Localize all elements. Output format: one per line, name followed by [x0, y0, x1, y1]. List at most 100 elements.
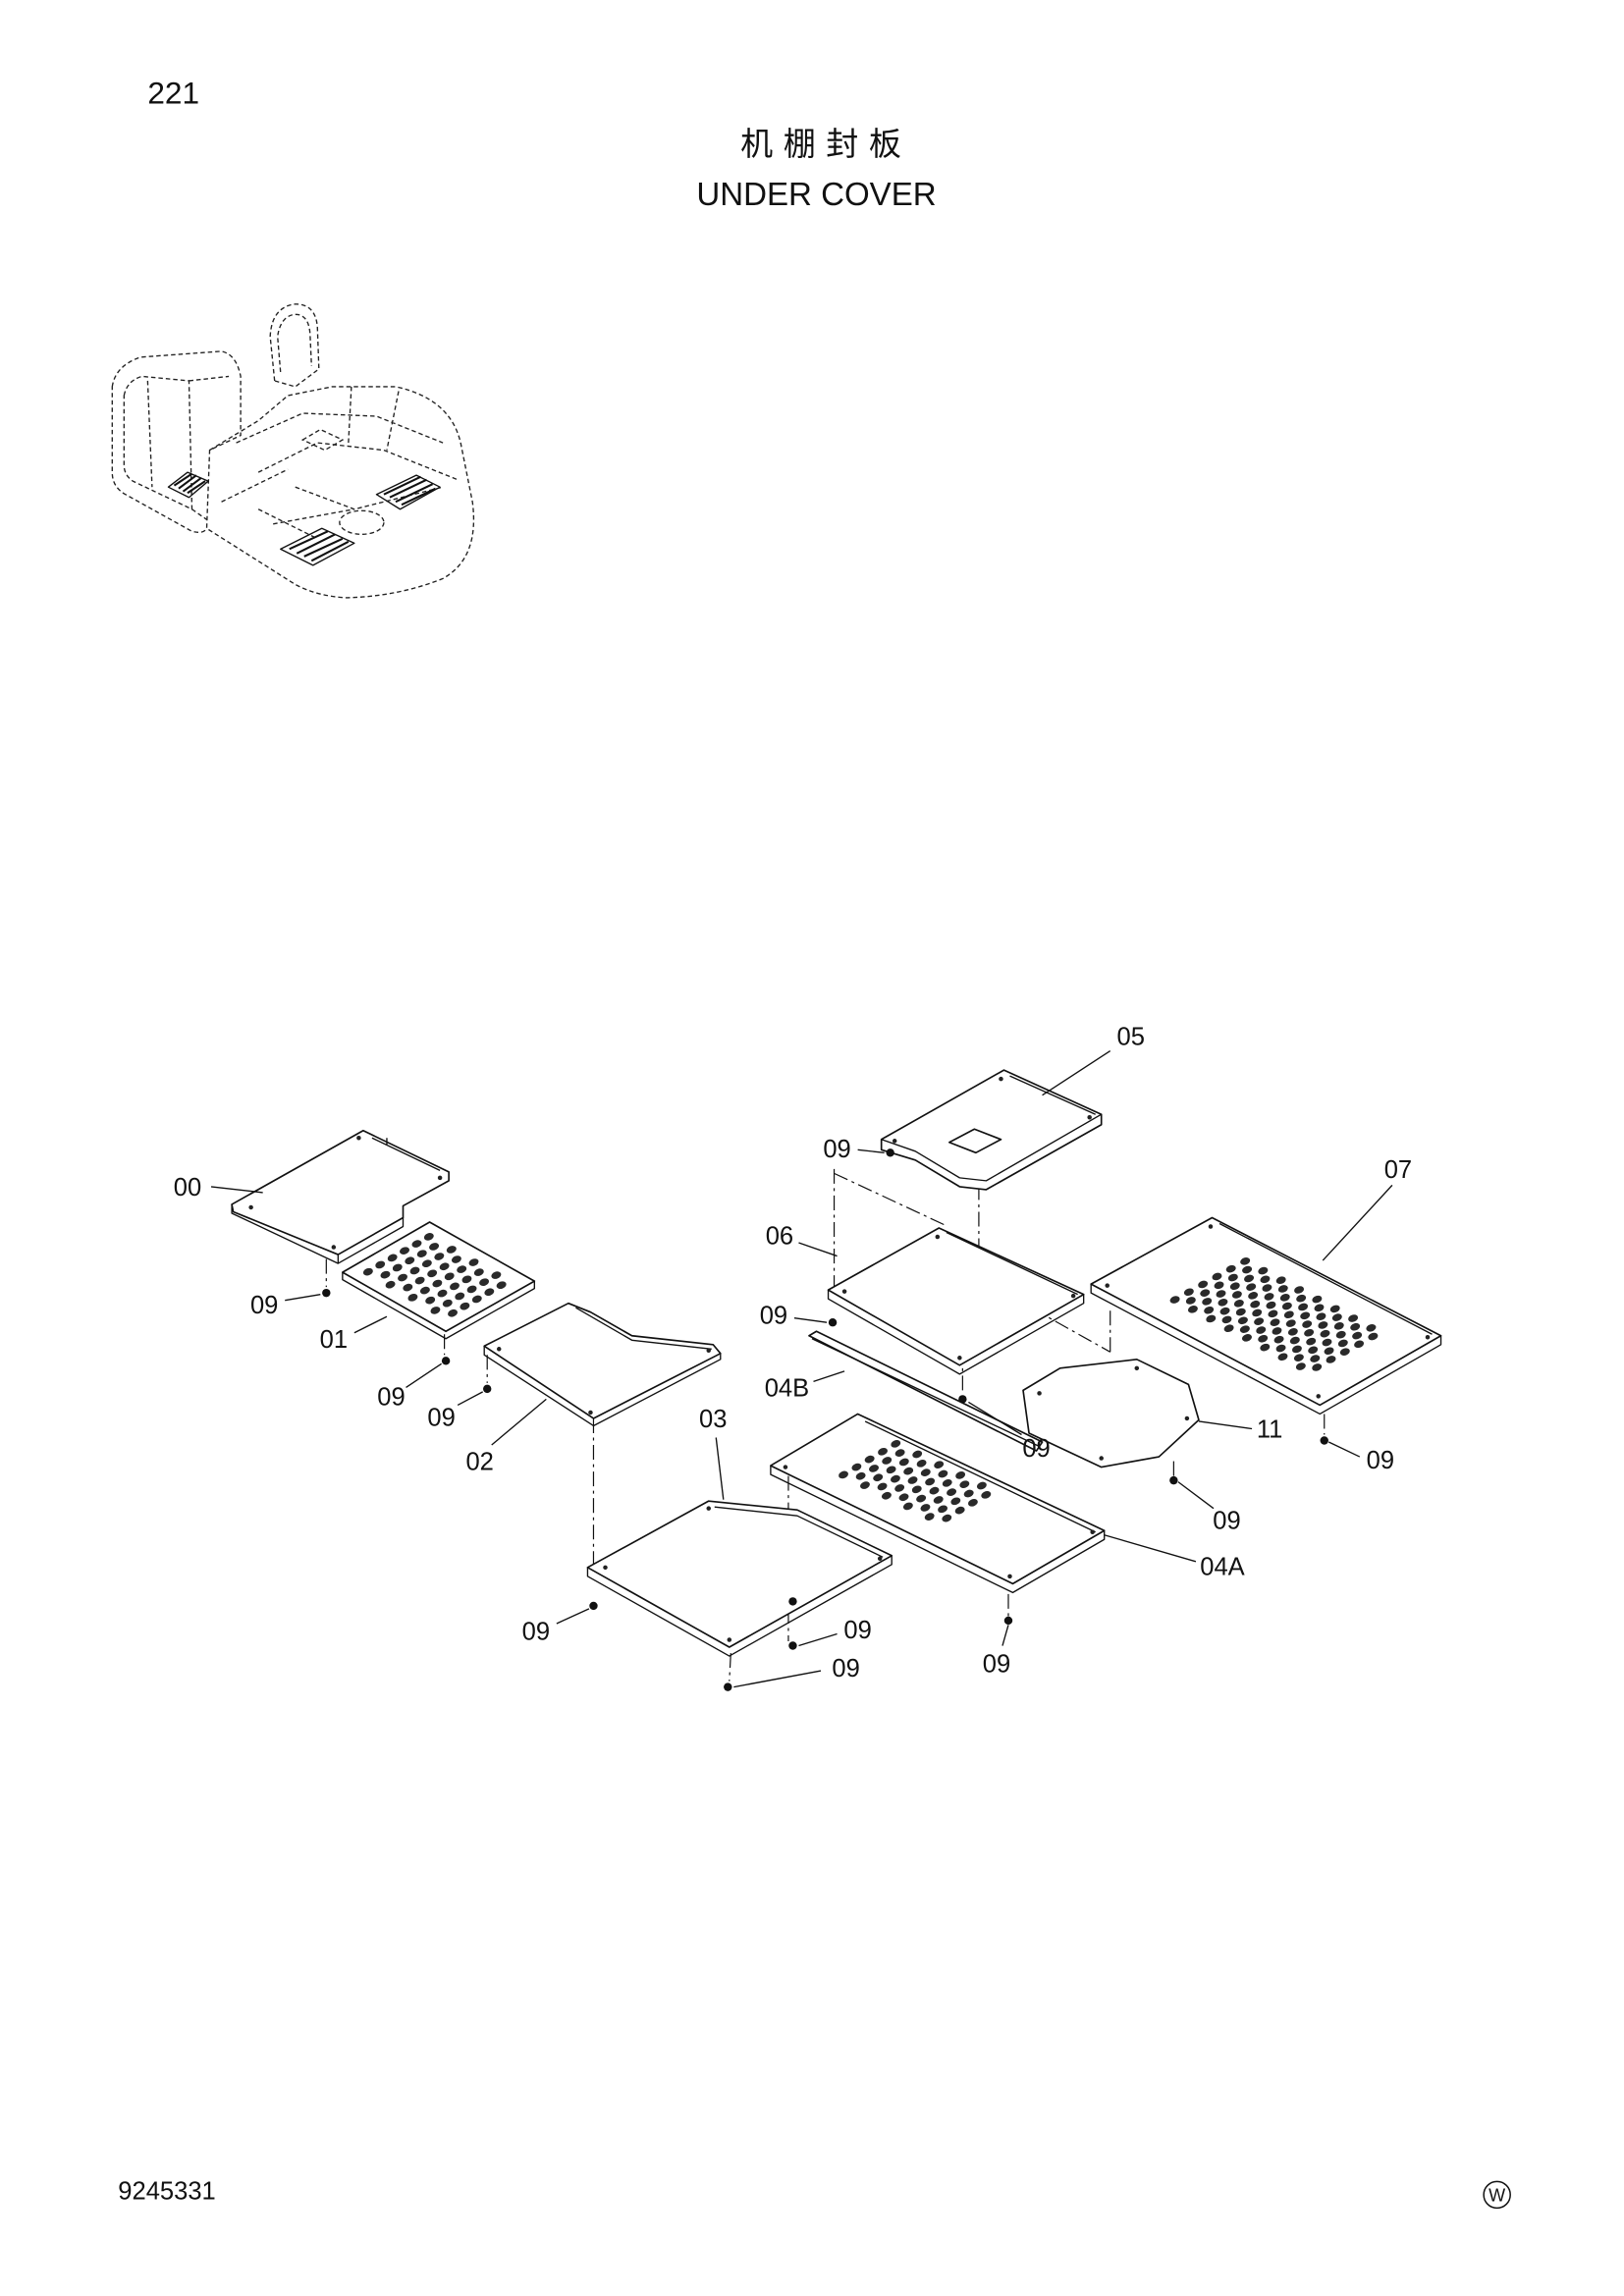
- perforation-hole: [1260, 1343, 1271, 1352]
- perforation-hole: [869, 1465, 879, 1472]
- perforation-hole: [1279, 1294, 1290, 1302]
- plate-05: [880, 1069, 1103, 1191]
- perforation-hole: [839, 1470, 848, 1479]
- perforation-hole: [938, 1469, 948, 1478]
- perforation-hole: [1273, 1335, 1284, 1344]
- bolt: [1320, 1436, 1328, 1445]
- perforation-hole: [1306, 1337, 1317, 1346]
- callout-11: 11: [1257, 1416, 1283, 1444]
- perforation-hole: [1206, 1314, 1217, 1323]
- perforation-hole: [1198, 1280, 1209, 1289]
- perforation-hole: [1235, 1308, 1246, 1316]
- perforation-hole: [851, 1463, 862, 1471]
- perforation-hole: [450, 1282, 460, 1291]
- perforation-hole: [925, 1477, 936, 1486]
- title-english: UNDER COVER: [696, 177, 936, 213]
- perforation-hole: [1312, 1295, 1323, 1304]
- perforation-hole: [1314, 1304, 1325, 1312]
- perforation-hole: [466, 1285, 477, 1294]
- perforation-hole: [878, 1447, 888, 1456]
- perforation-hole: [1320, 1329, 1330, 1338]
- perforation-hole: [419, 1286, 430, 1295]
- perforation-hole: [1275, 1276, 1286, 1285]
- perforation-hole: [484, 1288, 495, 1297]
- perforation-hole: [1302, 1320, 1313, 1328]
- perforation-hole: [1287, 1328, 1298, 1336]
- perforation-hole: [898, 1458, 909, 1467]
- perforation-hole: [421, 1259, 432, 1268]
- callout-04b: 04B: [765, 1374, 809, 1402]
- callout-04a: 04A: [1200, 1553, 1244, 1580]
- perforation-hole: [448, 1308, 458, 1317]
- perforation-hole: [380, 1270, 391, 1279]
- perforation-hole: [392, 1263, 403, 1272]
- bolt: [322, 1288, 331, 1298]
- plate-05-window: [948, 1128, 1002, 1154]
- perforation-hole: [1283, 1310, 1294, 1319]
- perforation-hole: [1354, 1340, 1365, 1349]
- perforation-hole: [976, 1481, 987, 1490]
- perforation-hole: [1227, 1273, 1238, 1282]
- perforation-hole: [1304, 1328, 1315, 1337]
- perforation-holes-07: [1169, 1257, 1379, 1371]
- plate-01: [342, 1221, 536, 1340]
- perforation-hole: [1248, 1292, 1259, 1300]
- perforation-hole: [929, 1486, 940, 1495]
- perforation-hole: [942, 1514, 952, 1522]
- perforation-hole: [387, 1254, 398, 1262]
- grille-left: [167, 471, 209, 499]
- perforation-hole: [1200, 1289, 1211, 1297]
- perforation-hole: [942, 1478, 952, 1487]
- perforation-hole: [963, 1489, 974, 1498]
- callout-05: 05: [1117, 1024, 1145, 1051]
- perforation-hole: [1219, 1307, 1230, 1315]
- perforation-hole: [1204, 1306, 1215, 1314]
- perforation-hole: [981, 1491, 992, 1499]
- perforation-hole: [1218, 1298, 1228, 1307]
- bolts-09: [322, 1148, 1328, 1691]
- perforation-hole: [959, 1480, 970, 1488]
- perforation-hole: [409, 1266, 420, 1275]
- callout-03: 03: [699, 1406, 727, 1433]
- perforation-hole: [933, 1496, 944, 1504]
- perforation-hole: [1308, 1346, 1319, 1355]
- plate-06: [827, 1227, 1085, 1375]
- perforation-hole: [864, 1455, 875, 1464]
- perforation-hole: [1183, 1288, 1194, 1297]
- callout-09: 09: [1367, 1447, 1394, 1474]
- perforation-hole: [1233, 1300, 1244, 1308]
- perforation-hole: [1241, 1334, 1252, 1342]
- bolt: [589, 1601, 598, 1611]
- perforation-hole: [1229, 1282, 1240, 1291]
- perforation-hole: [902, 1502, 913, 1511]
- grille-right: [375, 474, 441, 510]
- machine-overview-thumbnail: [111, 303, 475, 599]
- perforation-hole: [1212, 1272, 1222, 1281]
- perforation-hole: [1272, 1327, 1282, 1335]
- callout-09: 09: [843, 1617, 871, 1644]
- perforation-hole: [1258, 1266, 1269, 1275]
- perforation-hole: [1296, 1294, 1307, 1303]
- perforation-hole: [1221, 1315, 1232, 1324]
- perforation-hole: [1326, 1356, 1336, 1363]
- perforation-hole: [1244, 1274, 1255, 1283]
- callout-09: 09: [832, 1655, 859, 1682]
- perforation-hole: [1291, 1345, 1302, 1354]
- perforation-hole: [455, 1292, 465, 1301]
- perforation-hole: [1324, 1347, 1334, 1356]
- perforation-hole: [1258, 1334, 1269, 1343]
- perforation-hole: [1289, 1336, 1300, 1345]
- callout-06: 06: [766, 1223, 793, 1251]
- callout-09: 09: [823, 1136, 850, 1163]
- perforation-hole: [439, 1262, 450, 1271]
- perforation-hole: [1264, 1293, 1274, 1301]
- perforation-hole: [375, 1260, 386, 1269]
- perforation-hole: [1214, 1281, 1224, 1290]
- plate-00: [231, 1129, 450, 1264]
- perforation-hole: [460, 1302, 470, 1310]
- page-number: 221: [147, 75, 199, 110]
- perforation-hole: [950, 1497, 961, 1506]
- perforation-hole: [1277, 1353, 1288, 1362]
- perforation-hole: [425, 1296, 436, 1305]
